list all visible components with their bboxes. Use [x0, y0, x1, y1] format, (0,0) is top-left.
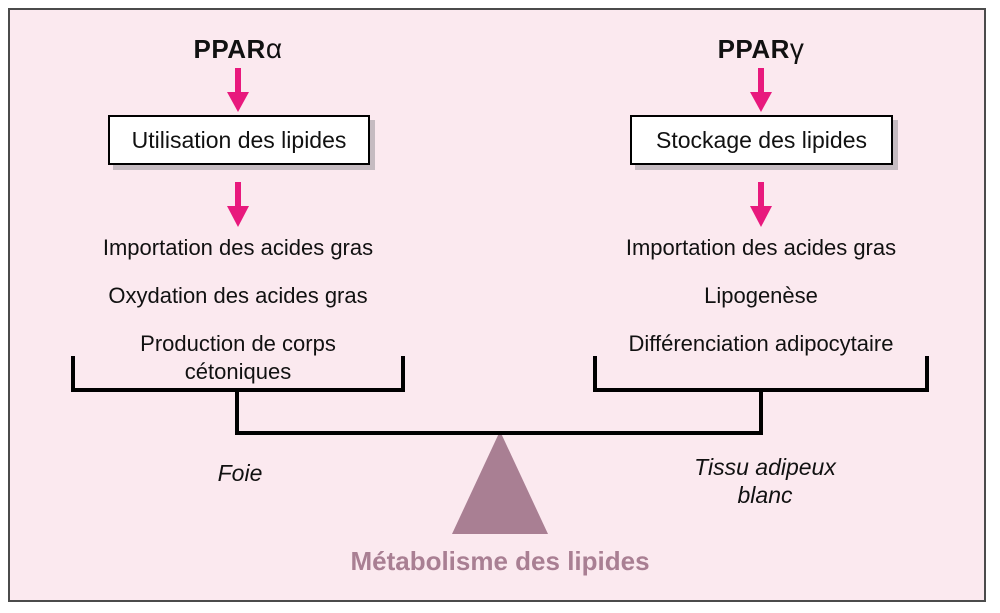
tissu-adipeux-label: Tissu adipeux blanc: [694, 454, 836, 508]
ppar-alpha-base: PPAR: [193, 34, 266, 64]
ppar-gamma-title: PPARγ: [641, 33, 881, 65]
left-item-corps-cetoniques: Production de corps cétoniques: [140, 331, 336, 384]
left-item-oxydation: Oxydation des acides gras: [108, 283, 368, 308]
stockage-lipides-box: Stockage des lipides: [630, 115, 893, 165]
right-item-lipogenese: Lipogenèse: [704, 283, 818, 308]
utilisation-lipides-box: Utilisation des lipides: [108, 115, 370, 165]
metabolisme-title: Métabolisme des lipides: [350, 546, 650, 576]
left-item-importation: Importation des acides gras: [102, 235, 374, 260]
right-item-differenciation: Différenciation adipocytaire: [628, 331, 894, 356]
gamma-symbol: γ: [789, 33, 805, 64]
alpha-symbol: α: [265, 33, 283, 64]
ppar-alpha-title: PPARα: [118, 33, 358, 65]
ppar-gamma-base: PPAR: [717, 34, 790, 64]
stockage-lipides-label: Stockage des lipides: [656, 126, 867, 153]
foie-label: Foie: [217, 460, 263, 486]
right-item-importation: Importation des acides gras: [625, 235, 897, 260]
utilisation-lipides-label: Utilisation des lipides: [131, 126, 347, 153]
